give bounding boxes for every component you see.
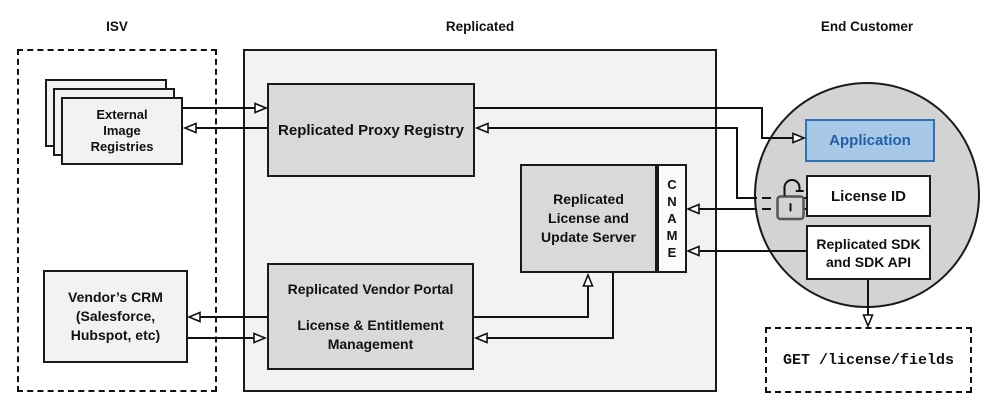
cname-letter: E [667, 245, 677, 260]
node-label-line: External [96, 107, 148, 122]
node-label-line: Vendor’s CRM [68, 289, 163, 305]
endpoint-label: GET /license/fields [782, 351, 955, 369]
node-label: License ID [830, 187, 907, 205]
isv-boundary [17, 49, 217, 392]
cname-letter: A [667, 211, 677, 226]
cname-letter: C [667, 177, 677, 192]
license-id-node: License ID [806, 175, 931, 217]
node-label-line: License and [548, 210, 629, 226]
replicated-proxy-registry-node: Replicated Proxy Registry [267, 83, 475, 177]
node-label-line: License & Entitlement [297, 316, 444, 333]
cname-letter: N [667, 194, 677, 209]
node-label-line: Replicated [553, 191, 624, 207]
section-label-isv: ISV [106, 19, 128, 34]
replicated-license-update-server-node: Replicated License and Update Server [520, 164, 657, 273]
node-label-line: Update Server [541, 229, 636, 245]
get-license-fields-node: GET /license/fields [765, 327, 972, 393]
node-label-line: Registries [90, 139, 154, 154]
node-label-line: (Salesforce, [75, 308, 156, 324]
section-label-end-customer: End Customer [820, 19, 914, 34]
replicated-sdk-node: Replicated SDK and SDK API [806, 225, 931, 280]
node-label-line: Management [327, 335, 414, 352]
replicated-vendor-portal-node: Replicated Vendor Portal License & Entit… [267, 263, 474, 370]
node-label-line: Hubspot, etc) [70, 327, 161, 343]
node-label-line: and SDK API [825, 253, 912, 270]
node-label: Replicated Proxy Registry [278, 121, 464, 139]
node-label-line: Replicated SDK [816, 235, 921, 252]
node-label-line: Image [103, 123, 141, 138]
application-node: Application [805, 119, 935, 162]
section-label-replicated: Replicated [445, 19, 515, 34]
vendors-crm-node: Vendor’s CRM (Salesforce, Hubspot, etc) [43, 270, 188, 363]
cname-strip: C N A M E [657, 164, 687, 273]
node-label-line: Replicated Vendor Portal [287, 280, 454, 297]
cname-letter: M [666, 228, 678, 243]
external-image-registries-node: External Image Registries [61, 97, 183, 165]
node-label: Application [829, 132, 911, 149]
